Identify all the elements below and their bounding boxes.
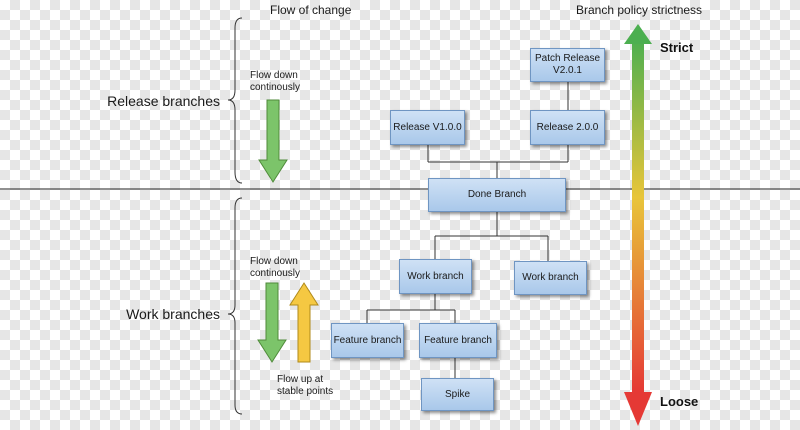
flow-down-note-release: Flow down continously <box>250 70 301 93</box>
flow-of-change-header: Flow of change <box>270 3 352 17</box>
strictness-scale-arrow <box>624 24 652 426</box>
release-brace <box>227 17 243 184</box>
branch-connectors <box>366 82 569 378</box>
release-branches-label: Release branches <box>107 93 220 109</box>
node-work-branch-1: Work branch <box>399 259 472 294</box>
node-spike: Spike <box>421 378 494 411</box>
flow-up-note: Flow up at stable points <box>277 374 334 397</box>
node-feature-branch-2: Feature branch <box>419 323 497 358</box>
branch-policy-header: Branch policy strictness <box>576 3 703 17</box>
strict-label: Strict <box>660 40 694 55</box>
node-release-v1: Release V1.0.0 <box>390 110 465 145</box>
flow-down-note-work: Flow down continously <box>250 256 301 279</box>
work-brace <box>227 197 243 415</box>
flow-down-arrow-work <box>257 282 287 363</box>
flow-down-arrow-release <box>258 99 288 183</box>
node-release-v2: Release 2.0.0 <box>530 110 605 145</box>
node-patch-release: Patch Release V2.0.1 <box>530 48 605 82</box>
node-feature-branch-1: Feature branch <box>331 323 404 358</box>
node-work-branch-2: Work branch <box>514 261 587 295</box>
work-branches-label: Work branches <box>126 306 220 322</box>
loose-label: Loose <box>660 394 699 409</box>
flow-up-arrow <box>289 282 319 363</box>
node-done-branch: Done Branch <box>428 178 566 212</box>
